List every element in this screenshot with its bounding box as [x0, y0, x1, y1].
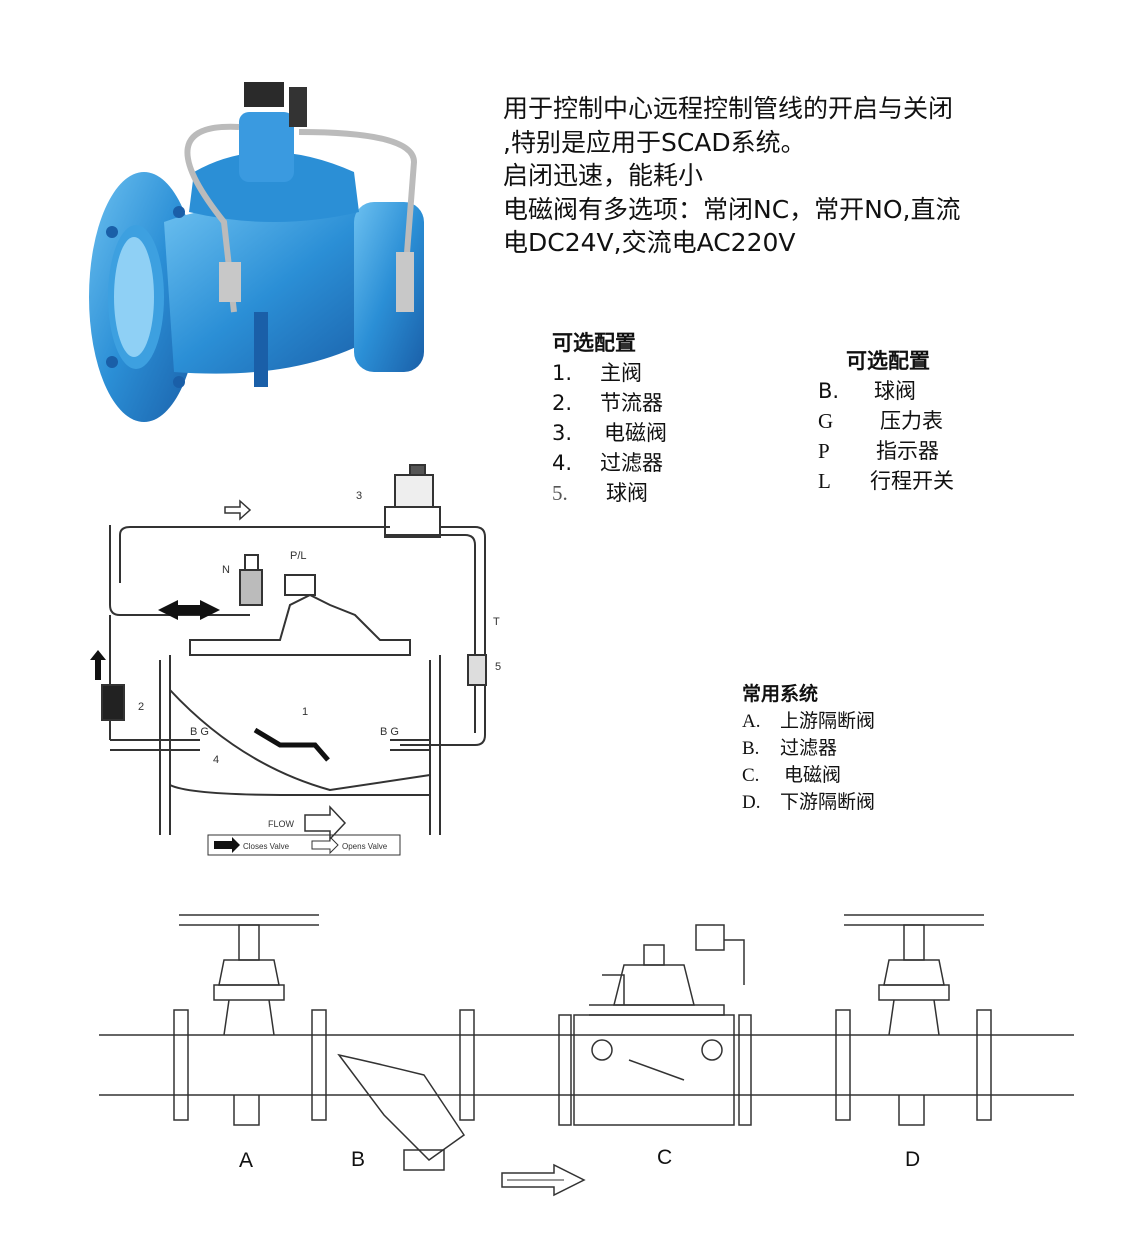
- description-line: 启闭迅速，能耗小: [503, 161, 704, 190]
- legend-opens: Opens Valve: [342, 842, 388, 851]
- options-main-title: 可选配置: [552, 331, 636, 355]
- schematic-label-5: 5: [495, 661, 501, 673]
- list-item: 3.电磁阀: [552, 421, 667, 445]
- schematic-label-3: 3: [356, 490, 362, 502]
- options-main: 可选配置 1.主阀 2.节流器 3.电磁阀 4.过滤器 5.球阀: [552, 328, 667, 508]
- description-line: ,特别是应用于SCAD系统。: [503, 127, 806, 157]
- common-system-title: 常用系统: [742, 683, 819, 705]
- list-item: B.球阀: [818, 379, 916, 403]
- schematic-label-bg-right: B G: [380, 726, 399, 738]
- system-label-d: D: [905, 1148, 920, 1171]
- product-description: 用于控制中心远程控制管线的开启与关闭 ,特别是应用于SCAD系统。 启闭迅速，能…: [503, 92, 1063, 260]
- description-line: 用于控制中心远程控制管线的开启与关闭: [503, 94, 954, 123]
- list-item: 1.主阀: [552, 361, 642, 385]
- valve-photo: [89, 82, 424, 422]
- schematic-label-2: 2: [138, 701, 144, 713]
- description-line: 电DC24V,交流电AC220V: [503, 228, 796, 257]
- schematic-label-4: 4: [213, 754, 219, 766]
- system-pipeline-diagram: A B C D: [99, 914, 1074, 1197]
- list-item: B.过滤器: [742, 737, 838, 759]
- legend-closes: Closes Valve: [243, 842, 290, 851]
- description-line: 电磁阀有多选项：常闭NC，常开NO,直流: [503, 194, 961, 224]
- valve-schematic: N P/L 3 T 5 2 1 B G B G 4 FLOW Closes Va…: [90, 464, 501, 856]
- schematic-label-flow: FLOW: [268, 819, 295, 829]
- schematic-label-n: N: [222, 564, 230, 576]
- list-item: C.电磁阀: [742, 764, 842, 786]
- schematic-label-pl: P/L: [290, 550, 307, 562]
- list-item: 4.过滤器: [552, 451, 663, 475]
- system-label-b: B: [351, 1148, 365, 1171]
- list-item: D.下游隔断阀: [742, 791, 876, 813]
- options-extra-title: 可选配置: [846, 349, 930, 373]
- list-item: A.上游隔断阀: [742, 710, 876, 732]
- schematic-label-bg-left: B G: [190, 726, 209, 738]
- list-item: 2.节流器: [552, 391, 663, 415]
- schematic-label-t: T: [493, 616, 500, 628]
- system-label-a: A: [239, 1149, 253, 1172]
- common-system: 常用系统 A.上游隔断阀 B.过滤器 C.电磁阀 D.下游隔断阀: [742, 680, 875, 816]
- schematic-label-1: 1: [302, 706, 308, 718]
- list-item: 5.球阀: [552, 481, 648, 505]
- system-label-c: C: [657, 1146, 672, 1169]
